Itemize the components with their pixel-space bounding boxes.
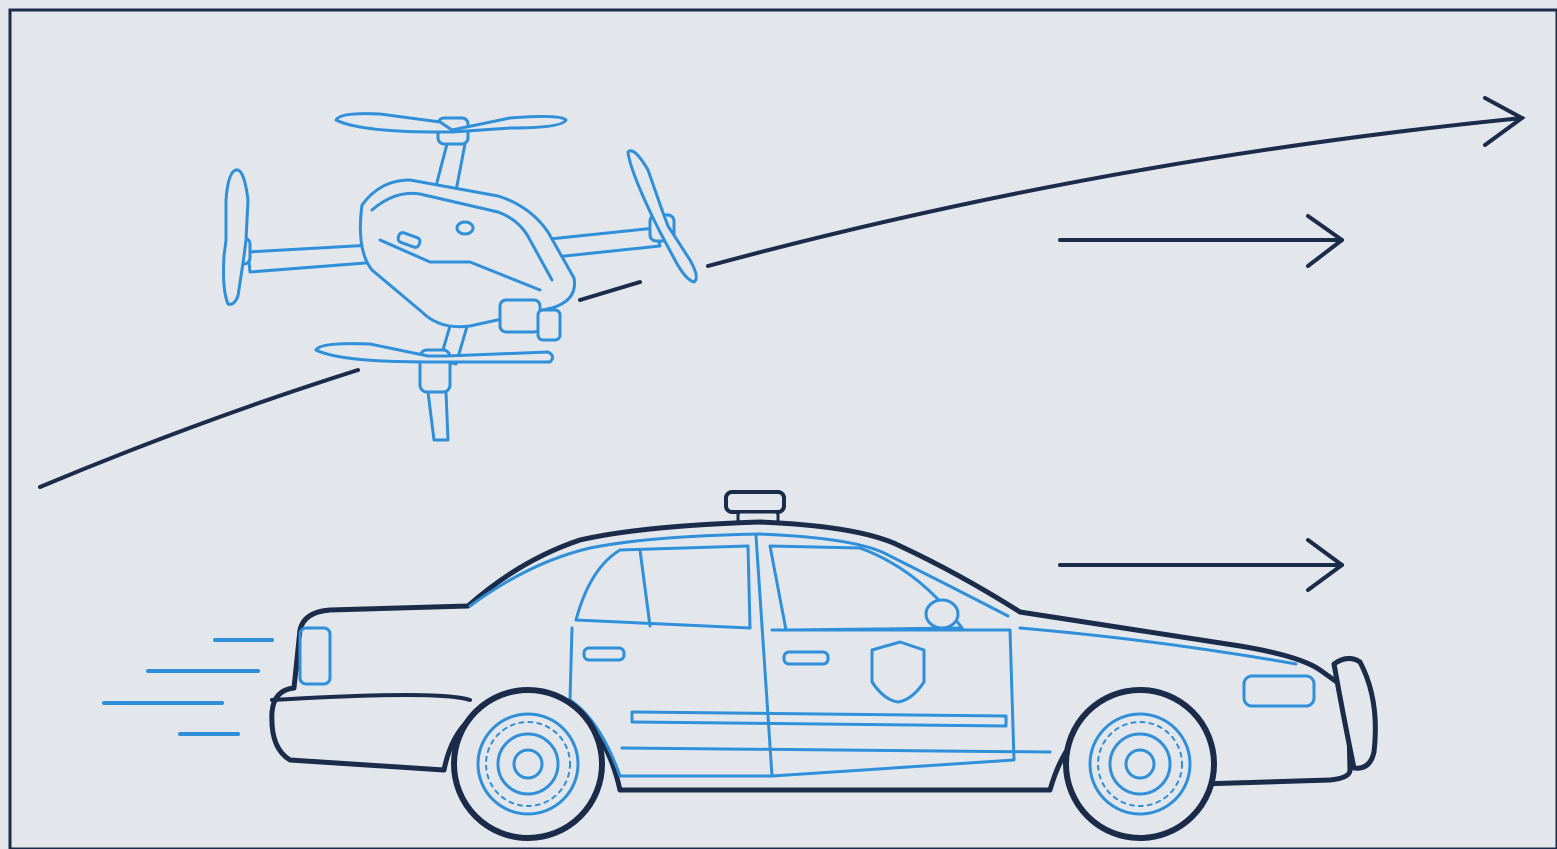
flight-path-segment-1 [40, 370, 358, 487]
speed-lines [104, 640, 272, 734]
drone-motion-arrow [1060, 216, 1342, 266]
drone-leg [428, 392, 448, 440]
drone-propeller-3 [224, 170, 249, 304]
car-front-wheel [1066, 690, 1214, 838]
drone-propeller-2 [628, 151, 696, 282]
car-rear-wheel [454, 690, 602, 838]
drone-camera-lens [538, 310, 560, 340]
drone-body [360, 180, 574, 327]
car-light-bar [726, 492, 784, 512]
car-motion-arrow [1060, 540, 1342, 590]
flight-path-arrow [40, 98, 1522, 487]
drone-sensor [457, 222, 473, 234]
flight-path-segment-3 [708, 118, 1522, 266]
flight-path-segment-2 [580, 282, 640, 300]
drone-gimbal [500, 300, 540, 332]
car-side-mirror [926, 600, 958, 628]
police-car-icon [272, 492, 1376, 838]
drone-arm-back-left [248, 245, 378, 272]
